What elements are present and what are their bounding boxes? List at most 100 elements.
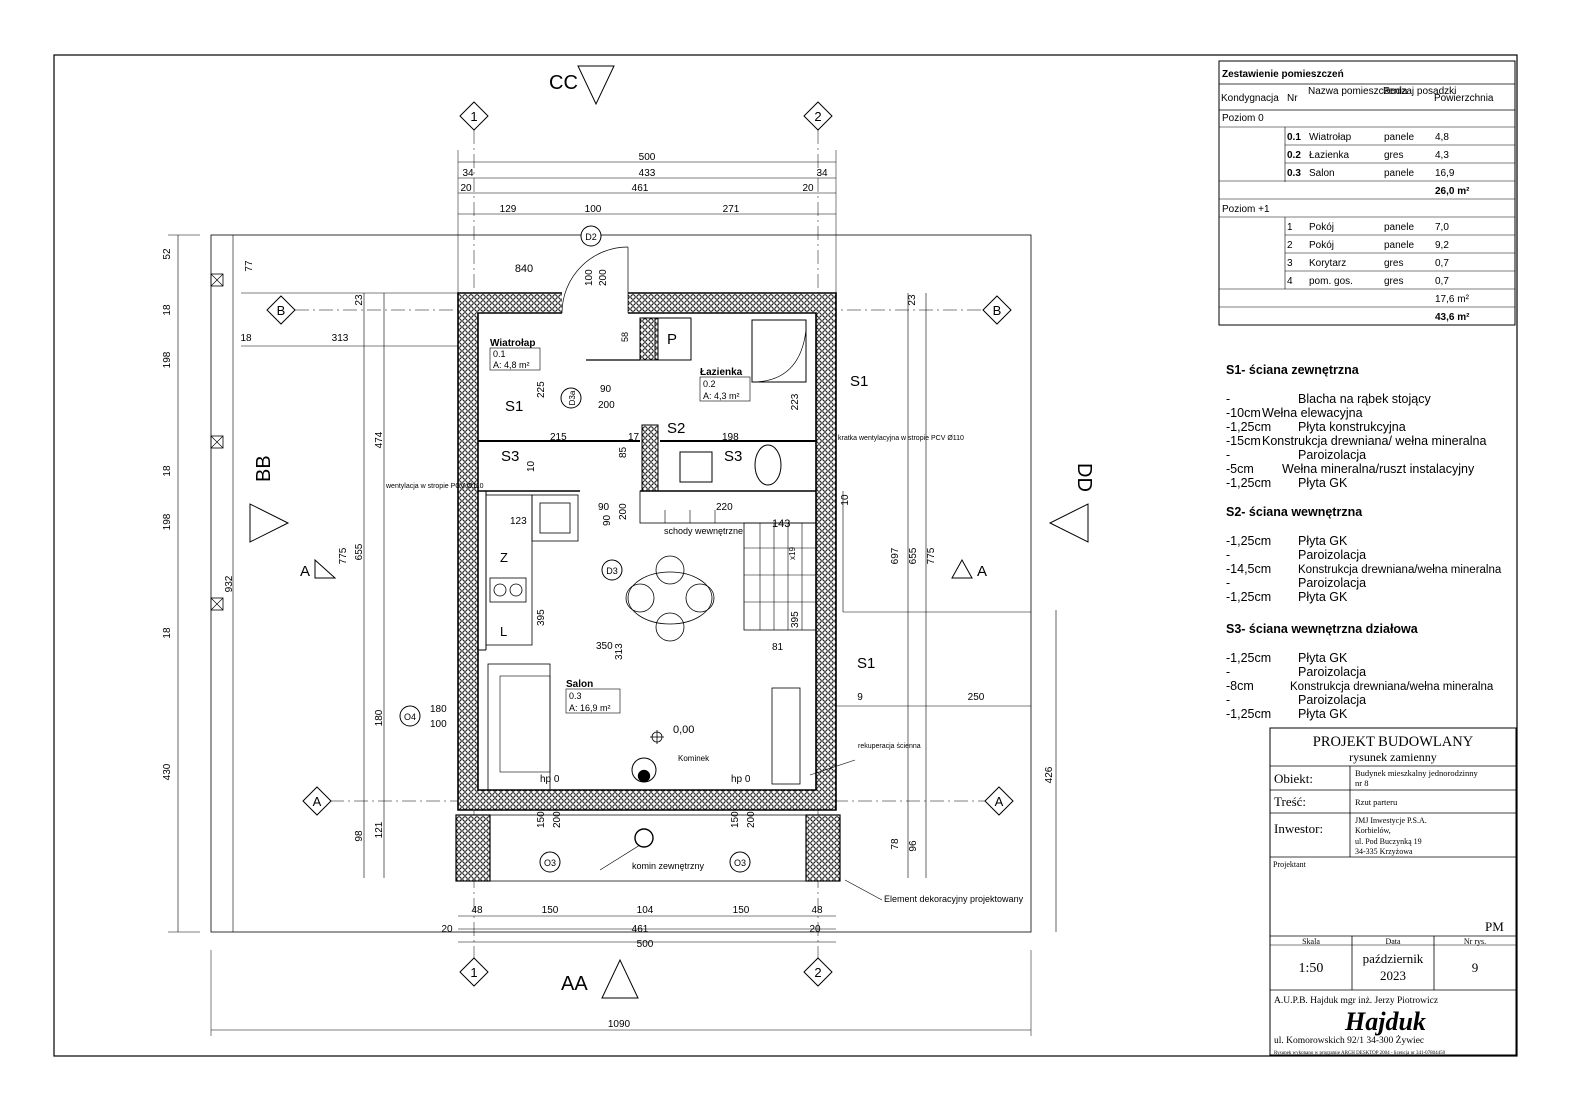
svg-text:A.U.P.B. Hajduk mgr inż. Jerzy: A.U.P.B. Hajduk mgr inż. Jerzy Piotrowic… bbox=[1274, 996, 1438, 1006]
svg-text:18: 18 bbox=[162, 304, 173, 316]
svg-text:ul. Pod Buczynką 19: ul. Pod Buczynką 19 bbox=[1355, 837, 1422, 846]
svg-text:77: 77 bbox=[244, 260, 255, 272]
svg-text:PM: PM bbox=[1485, 919, 1504, 934]
svg-text:48: 48 bbox=[471, 905, 483, 916]
svg-text:129: 129 bbox=[500, 204, 517, 215]
svg-text:2023: 2023 bbox=[1380, 968, 1406, 983]
svg-text:-1,25cm: -1,25cm bbox=[1226, 476, 1271, 490]
section-bb-label: BB bbox=[253, 455, 275, 482]
svg-text:4,8: 4,8 bbox=[1435, 132, 1449, 143]
svg-text:100: 100 bbox=[584, 269, 595, 286]
svg-text:18: 18 bbox=[162, 627, 173, 639]
svg-text:198: 198 bbox=[162, 351, 173, 368]
svg-text:150: 150 bbox=[536, 811, 547, 828]
svg-text:nr 8: nr 8 bbox=[1355, 778, 1368, 788]
svg-text:180: 180 bbox=[374, 709, 385, 726]
svg-text:180: 180 bbox=[430, 704, 447, 715]
svg-text:A: 16,9 m²: A: 16,9 m² bbox=[569, 703, 611, 713]
svg-text:x19: x19 bbox=[788, 547, 797, 560]
axis-1-bottom: 1 bbox=[470, 965, 477, 980]
svg-text:Płyta GK: Płyta GK bbox=[1298, 534, 1348, 548]
svg-text:0.3: 0.3 bbox=[569, 691, 582, 701]
svg-text:313: 313 bbox=[332, 333, 349, 344]
svg-text:komin zewnętrzny: komin zewnętrzny bbox=[632, 861, 705, 871]
svg-text:-: - bbox=[1226, 392, 1230, 406]
svg-text:gres: gres bbox=[1384, 276, 1403, 287]
svg-text:-1,25cm: -1,25cm bbox=[1226, 420, 1271, 434]
svg-text:100: 100 bbox=[585, 204, 602, 215]
svg-text:Skala: Skala bbox=[1302, 937, 1320, 946]
svg-text:98: 98 bbox=[354, 830, 365, 842]
axis-1-top: 1 bbox=[470, 109, 477, 124]
svg-text:1:50: 1:50 bbox=[1299, 961, 1324, 976]
top-dimensions: 500 433 34 34 20 461 20 129 100 271 bbox=[460, 152, 828, 215]
svg-text:Korytarz: Korytarz bbox=[1309, 258, 1346, 269]
svg-text:-1,25cm: -1,25cm bbox=[1226, 651, 1271, 665]
svg-text:O4: O4 bbox=[404, 712, 416, 722]
svg-text:Płyta GK: Płyta GK bbox=[1298, 707, 1348, 721]
svg-text:Łazienka: Łazienka bbox=[1309, 150, 1349, 161]
svg-text:313: 313 bbox=[614, 643, 625, 660]
svg-text:S2: S2 bbox=[667, 420, 685, 437]
svg-text:395: 395 bbox=[536, 609, 547, 626]
svg-text:215: 215 bbox=[550, 432, 567, 443]
svg-text:-: - bbox=[1226, 448, 1230, 462]
svg-text:1: 1 bbox=[1287, 222, 1293, 233]
section-aa-label: AA bbox=[561, 973, 588, 995]
axis-b-left: B bbox=[277, 303, 286, 318]
svg-text:Data: Data bbox=[1385, 937, 1401, 946]
svg-text:461: 461 bbox=[632, 183, 649, 194]
section-a-right: A bbox=[977, 563, 987, 580]
svg-text:-14,5cm: -14,5cm bbox=[1226, 562, 1271, 576]
svg-text:hp 0: hp 0 bbox=[731, 774, 751, 785]
svg-text:0.1: 0.1 bbox=[1287, 132, 1301, 143]
svg-text:P: P bbox=[667, 331, 677, 348]
svg-text:932: 932 bbox=[224, 575, 235, 592]
svg-text:775: 775 bbox=[338, 547, 349, 564]
svg-text:Poziom 0: Poziom 0 bbox=[1222, 113, 1264, 124]
svg-text:500: 500 bbox=[637, 939, 654, 950]
svg-text:200: 200 bbox=[746, 811, 757, 828]
svg-text:Paroizolacja: Paroizolacja bbox=[1298, 693, 1366, 707]
svg-text:kratka wentylacyjna w stropie: kratka wentylacyjna w stropie PCV Ø110 bbox=[838, 435, 964, 442]
section-a-left: A bbox=[300, 563, 310, 580]
svg-text:S1: S1 bbox=[505, 398, 523, 415]
svg-text:150: 150 bbox=[733, 905, 750, 916]
svg-text:panele: panele bbox=[1384, 222, 1414, 233]
svg-text:0.2: 0.2 bbox=[1287, 150, 1301, 161]
svg-text:JMJ Inwestycje P.S.A.: JMJ Inwestycje P.S.A. bbox=[1355, 816, 1427, 825]
room-table bbox=[1218, 60, 1516, 326]
svg-text:20: 20 bbox=[460, 183, 472, 194]
svg-text:-: - bbox=[1226, 665, 1230, 679]
svg-text:426: 426 bbox=[1044, 766, 1055, 783]
svg-text:17,6 m²: 17,6 m² bbox=[1435, 294, 1470, 305]
svg-text:Nr: Nr bbox=[1287, 93, 1298, 104]
svg-text:D3a: D3a bbox=[568, 390, 577, 405]
svg-text:10: 10 bbox=[840, 494, 851, 506]
signature: Hajduk bbox=[1344, 1007, 1426, 1036]
svg-text:-1,25cm: -1,25cm bbox=[1226, 707, 1271, 721]
svg-text:Treść:: Treść: bbox=[1274, 794, 1306, 809]
svg-text:840: 840 bbox=[515, 263, 533, 275]
svg-text:Rysunek wykonano w programie A: Rysunek wykonano w programie ARCH DESKTO… bbox=[1274, 1051, 1446, 1056]
svg-text:Kondygnacja: Kondygnacja bbox=[1221, 93, 1279, 104]
svg-text:-1,25cm: -1,25cm bbox=[1226, 590, 1271, 604]
svg-text:Wiatrołap: Wiatrołap bbox=[490, 338, 535, 349]
svg-text:Poziom +1: Poziom +1 bbox=[1222, 204, 1270, 215]
svg-text:Wełna mineralna/ruszt instalac: Wełna mineralna/ruszt instalacyjny bbox=[1282, 462, 1475, 476]
plan-labels: S1 S1 S1 S2 S3 S3 P D2 D3 D3a O3 O3 O4 Z… bbox=[385, 232, 964, 871]
svg-text:0.2: 0.2 bbox=[703, 379, 716, 389]
svg-text:198: 198 bbox=[722, 432, 739, 443]
svg-text:9: 9 bbox=[857, 692, 863, 703]
bottom-dimensions: 48 150 104 150 48 20 461 20 500 1090 bbox=[441, 905, 823, 1030]
svg-text:90: 90 bbox=[598, 502, 610, 513]
svg-text:Wełna elewacyjna: Wełna elewacyjna bbox=[1262, 406, 1363, 420]
svg-text:20: 20 bbox=[809, 924, 821, 935]
svg-text:wentylacja w stropie PCV Ø110: wentylacja w stropie PCV Ø110 bbox=[385, 483, 484, 490]
svg-text:-10cm: -10cm bbox=[1226, 406, 1261, 420]
axis-2-top: 2 bbox=[814, 109, 821, 124]
svg-text:150: 150 bbox=[542, 905, 559, 916]
svg-text:430: 430 bbox=[162, 763, 173, 780]
svg-text:78: 78 bbox=[890, 838, 901, 850]
svg-text:rysunek zamienny: rysunek zamienny bbox=[1349, 750, 1437, 764]
